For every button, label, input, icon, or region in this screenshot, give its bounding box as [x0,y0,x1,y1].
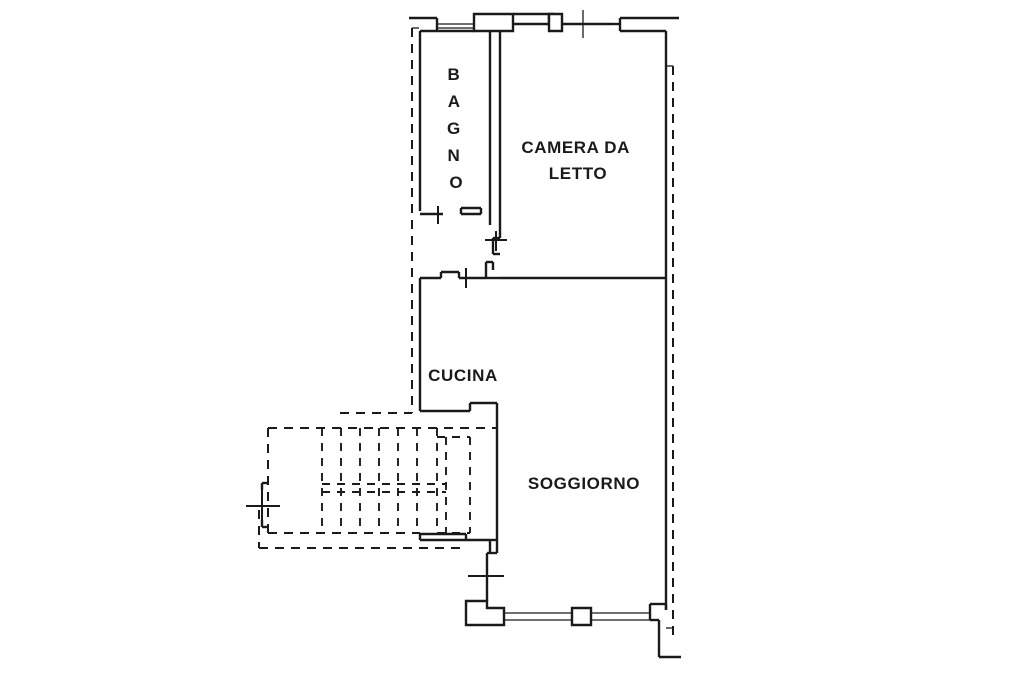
soggiorno-bottom-left-block [464,599,506,627]
room-camera-walls [484,31,668,280]
camera-label-line-2: LETTO [549,164,607,183]
camera-label-line-1: CAMERA DA [521,138,629,157]
bagno-letter-o: O [449,173,462,192]
top-exterior-wall [409,10,679,66]
bottom-window-mullion [570,606,593,627]
bagno-letter-g: G [447,119,460,138]
room-labels: B A G N O CAMERA DA LETTO CUCINA SOGGIOR… [428,65,640,493]
soggiorno-label-line-1: SOGGIORNO [528,474,640,493]
room-label-bagno: B A G N O [447,65,465,192]
stairs-dashed-region [258,412,497,549]
bagno-letter-b: B [447,65,459,84]
room-label-cucina: CUCINA [428,366,498,385]
stairs-left-door-marker [246,481,280,529]
cucina-label-line-1: CUCINA [428,366,498,385]
room-cucina-walls [418,268,499,553]
room-label-camera-da-letto: CAMERA DA LETTO [521,138,634,183]
room-bagno-walls [418,29,492,225]
bagno-letter-a: A [448,92,460,111]
bagno-letter-n: N [447,146,459,165]
room-label-soggiorno: SOGGIORNO [528,474,640,493]
top-wall-block-a [472,12,515,33]
top-wall-block-b [513,12,555,26]
room-soggiorno-walls [418,278,681,659]
top-wall-block-c [547,12,564,33]
